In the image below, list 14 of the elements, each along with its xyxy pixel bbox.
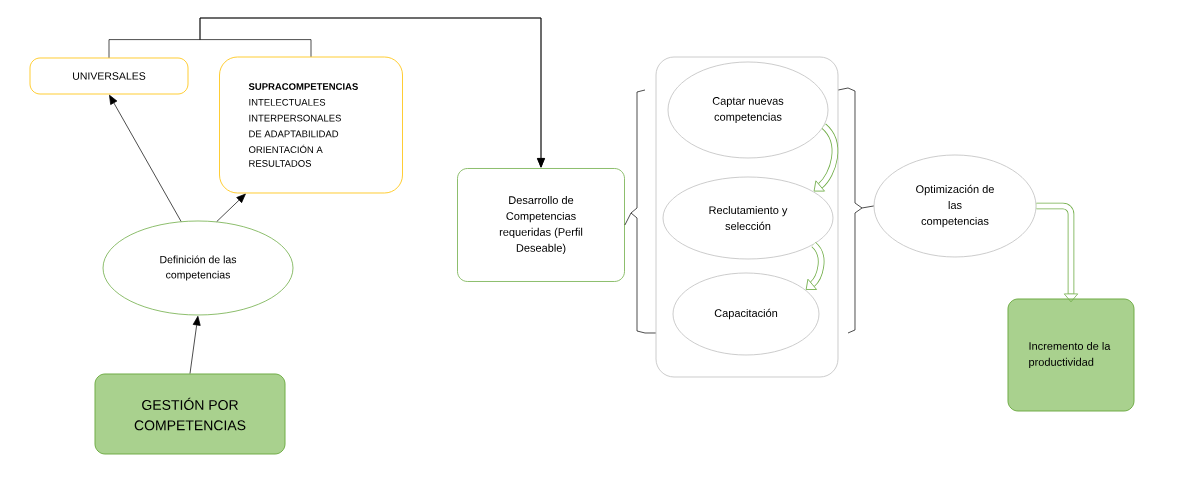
block-arrow bbox=[813, 123, 839, 192]
arrow bbox=[216, 193, 246, 222]
result-box: Incremento de la productividad bbox=[1007, 298, 1135, 412]
arrow bbox=[109, 94, 182, 222]
arrow bbox=[199, 17, 545, 168]
start-box: GESTIÓN POR COMPETENCIAS bbox=[94, 373, 286, 455]
category-box: UNIVERSALES bbox=[29, 57, 189, 95]
category-box: SUPRACOMPETENCIAS INTELECTUALES INTERPERSONALES DE ADAPTABILIDAD ORIENTACIÓN A RESULTADOS bbox=[219, 56, 403, 194]
block-arrow bbox=[805, 242, 825, 290]
curly-bracket bbox=[838, 87, 874, 334]
block-arrow bbox=[1036, 202, 1079, 303]
curly-bracket bbox=[624, 89, 656, 334]
arrow bbox=[189, 315, 201, 374]
process-box: Desarrollo de Competencias requeridas (Perfil Deseable) bbox=[457, 168, 625, 282]
